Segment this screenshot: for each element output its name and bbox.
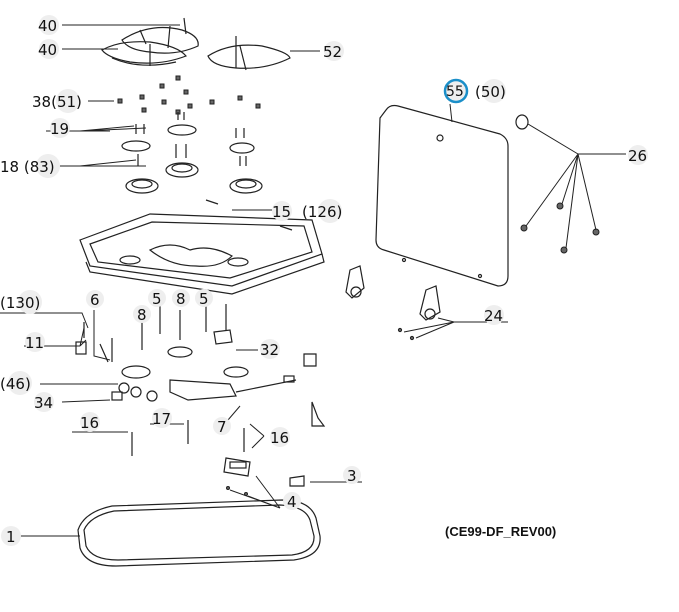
callout-130: (130)	[0, 294, 40, 312]
callout-labels: 40 40 52 38(51) 19 18 (83) 15 (126) 55 (…	[0, 15, 648, 546]
ignition-module	[223, 457, 251, 496]
brackets	[111, 329, 326, 487]
burner-rings	[121, 112, 255, 166]
callout-55: 55	[446, 84, 464, 100]
callout-5b: 5	[199, 290, 209, 308]
callout-19: 19	[50, 120, 69, 138]
callout-52: 52	[323, 43, 342, 61]
callout-34: 34	[34, 394, 53, 412]
callout-5a: 5	[152, 290, 162, 308]
callout-50: (50)	[475, 83, 506, 101]
gas-valves	[118, 346, 297, 402]
pan-support-rear	[121, 17, 199, 54]
callout-7: 7	[217, 418, 227, 436]
callout-11: 11	[25, 334, 44, 352]
callout-32: 32	[260, 341, 279, 359]
callout-8b: 8	[137, 306, 147, 324]
lid-hinges	[345, 265, 441, 341]
pan-support-left	[101, 41, 187, 66]
callout-40a: 40	[38, 17, 57, 35]
callout-38: 38(51)	[32, 93, 82, 111]
callout-126: (126)	[302, 203, 342, 221]
callout-8a: 8	[176, 290, 186, 308]
drawing-reference: (CE99-DF_REV00)	[445, 524, 556, 539]
burner-bases	[125, 162, 263, 194]
highlight-ring	[443, 78, 469, 104]
callout-1: 1	[6, 528, 16, 546]
callout-4: 4	[287, 493, 297, 511]
pan-support-right	[207, 36, 291, 71]
callout-3: 3	[347, 467, 357, 485]
hob-tray	[79, 199, 325, 295]
callout-18: 18 (83)	[0, 158, 55, 176]
callout-40b: 40	[38, 41, 57, 59]
callout-17: 17	[152, 410, 171, 428]
leader-lines	[0, 24, 626, 537]
callout-24: 24	[484, 307, 503, 325]
lid-hardware	[515, 114, 600, 254]
callout-15: 15	[272, 203, 291, 221]
callout-6: 6	[90, 291, 100, 309]
callout-26: 26	[628, 147, 647, 165]
callout-16b: 16	[270, 429, 289, 447]
burner-caps-small	[117, 75, 261, 115]
callout-16a: 16	[80, 414, 99, 432]
gasket-seal	[77, 499, 321, 567]
callout-46: (46)	[0, 375, 31, 393]
glass-lid	[375, 104, 509, 287]
